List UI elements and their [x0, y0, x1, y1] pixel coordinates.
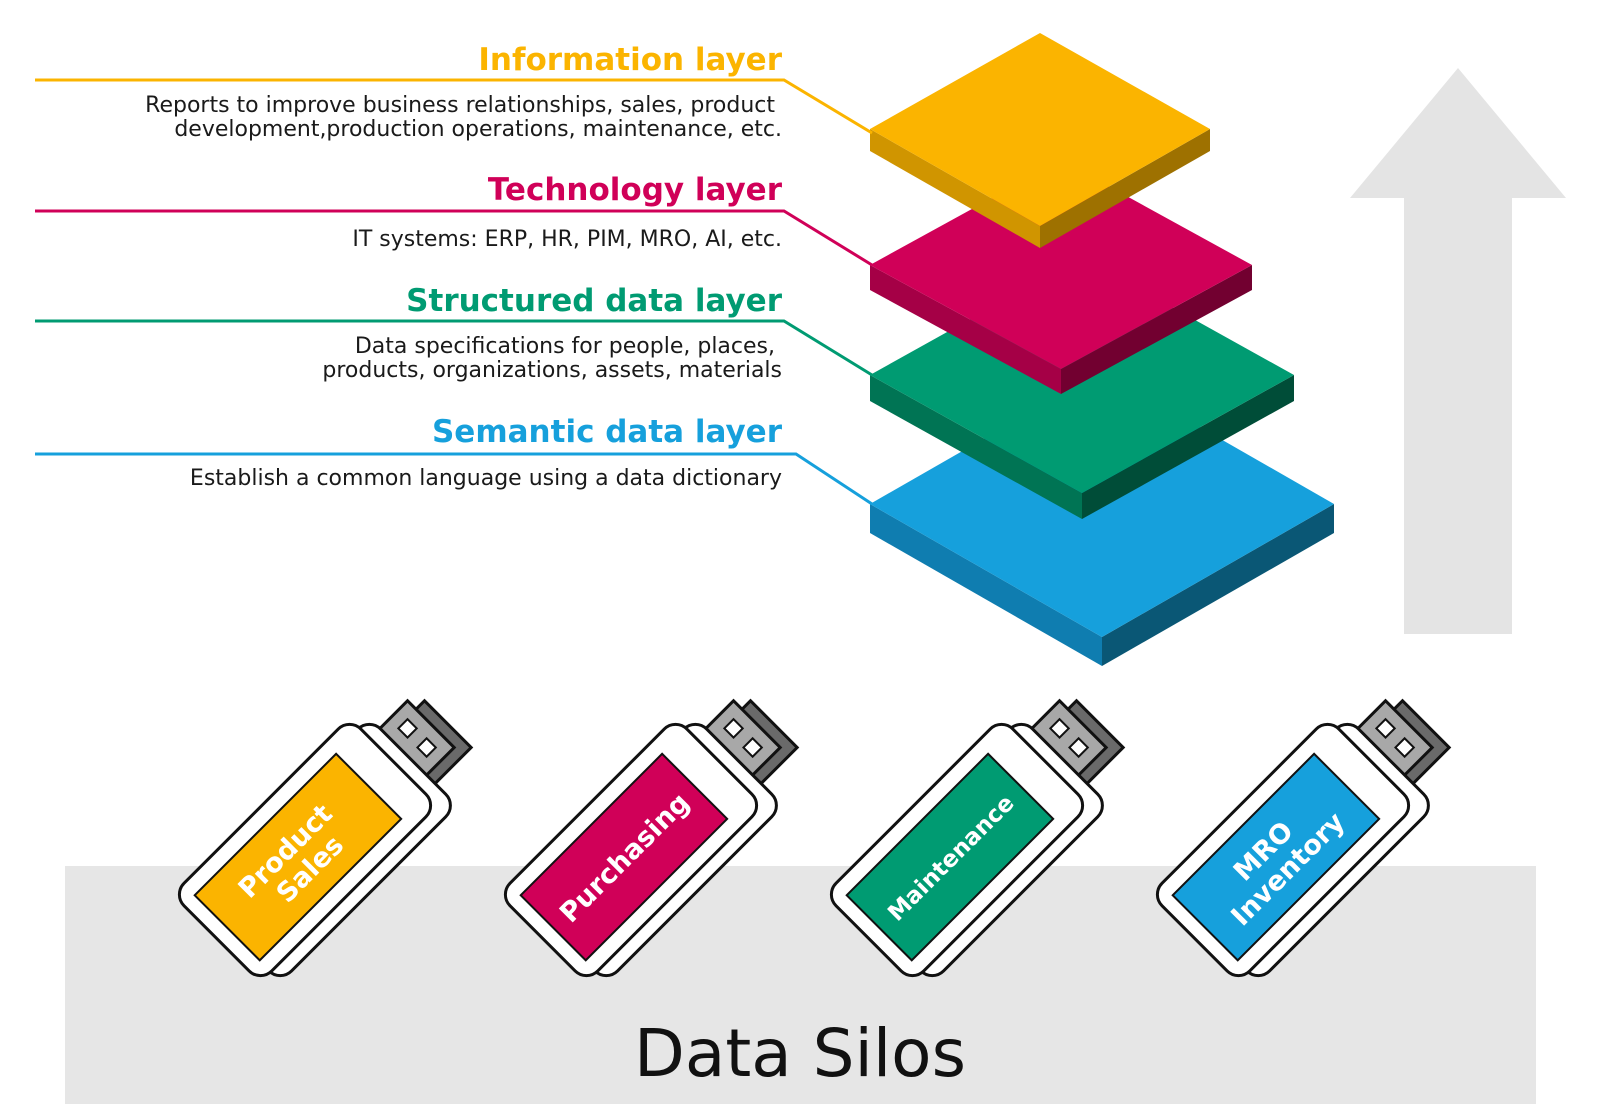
silos-title: Data Silos [634, 1015, 966, 1092]
layer-desc-line: IT systems: ERP, HR, PIM, MRO, AI, etc. [352, 227, 782, 252]
usb-connector [690, 698, 800, 791]
plate-top [870, 33, 1210, 226]
usb-drive-maintenance: Maintenance [829, 698, 1126, 978]
plate-top [870, 160, 1252, 369]
connector-slot-icon [1068, 736, 1090, 759]
usb-label-panel [193, 752, 403, 962]
connector-slot-icon [1048, 717, 1071, 739]
connector-slot-icon [722, 717, 745, 739]
connector-slot-icon [416, 736, 438, 759]
layer-desc-semantic: Establish a common language using a data… [190, 466, 782, 491]
layer-desc-line: products, organizations, assets, materia… [322, 358, 782, 383]
leader-line-structured [35, 319, 873, 377]
layer-title-information: Information layer [478, 42, 782, 78]
usb-label-panel [519, 752, 729, 962]
layer-title-structured: Structured data layer [406, 283, 783, 319]
layer-desc-technology: IT systems: ERP, HR, PIM, MRO, AI, etc. [352, 227, 782, 252]
leader-line-information [35, 78, 873, 135]
usb-connector [1016, 698, 1126, 791]
plate-side-left [870, 129, 1040, 248]
plate-side-left [870, 265, 1061, 394]
plate-side-right [1040, 129, 1210, 248]
connector-slot-icon [396, 717, 419, 739]
usb-drive-product-sales: Product Sales [177, 698, 474, 978]
usb-label-panel [1171, 752, 1381, 962]
layer-desc-line: Data specifications for people, places, [355, 334, 775, 359]
connector-slot-icon [1374, 717, 1397, 739]
layer-desc-line: Reports to improve business relationship… [145, 93, 775, 118]
plate-side-left [870, 504, 1102, 666]
layer-desc-line: development,production operations, maint… [174, 117, 782, 142]
layer-title-technology: Technology layer [488, 172, 783, 208]
leader-line-semantic [35, 452, 873, 506]
plate-side-right [1061, 265, 1252, 394]
layer-plate-information [870, 33, 1210, 248]
usb-drive-mro-inventory: MRO Inventory [1155, 698, 1452, 978]
layer-plate-technology [870, 160, 1252, 394]
layer-desc-structured: Data specifications for people, places, … [322, 334, 782, 383]
usb-drive-purchasing: Purchasing [503, 698, 800, 978]
plate-side-right [1102, 504, 1334, 666]
usb-connector [364, 698, 474, 791]
connector-slot-icon [1394, 736, 1416, 759]
connector-slot-icon [742, 736, 764, 759]
layer-desc-information: Reports to improve business relationship… [145, 93, 782, 142]
plate-side-left [870, 375, 1082, 519]
layer-desc-line: Establish a common language using a data… [190, 466, 782, 491]
layer-title-semantic: Semantic data layer [432, 414, 783, 450]
usb-label-panel [845, 752, 1055, 962]
leader-line-technology [35, 209, 873, 267]
plate-side-right [1082, 375, 1294, 519]
up-arrow-icon [1350, 68, 1566, 634]
